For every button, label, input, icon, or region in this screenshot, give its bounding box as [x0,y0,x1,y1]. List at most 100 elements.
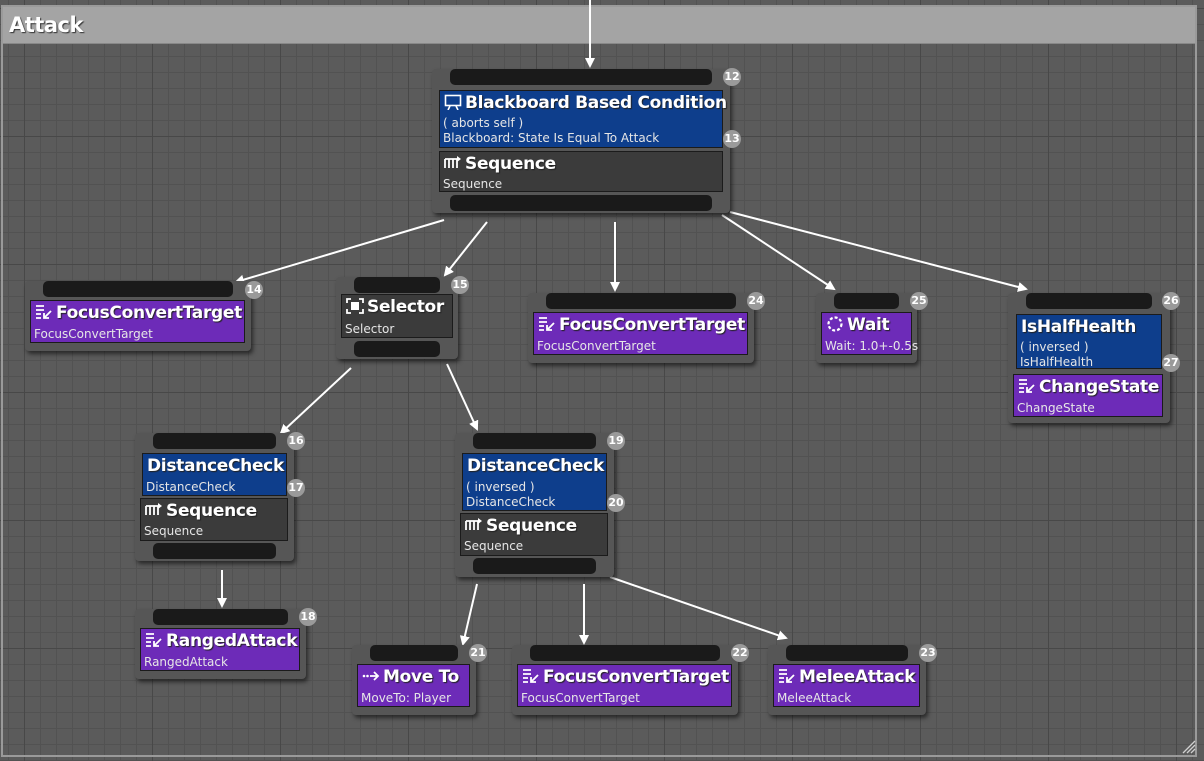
edge-root-to-wait25 [721,214,836,291]
edge-root-to-focus14 [234,219,445,285]
node-change-state-26[interactable]: IsHalfHealth ( inversed ) IsHalfHealth C… [1008,293,1170,423]
move-to-icon [362,671,380,681]
input-pin[interactable] [43,281,233,297]
execution-index-badge: 15 [451,276,469,294]
task-ranged-attack[interactable]: RangedAttack RangedAttack [140,628,300,671]
composite-sequence[interactable]: Sequence Sequence [140,498,288,541]
composite-sequence[interactable]: Sequence Sequence [460,513,608,556]
execution-index-badge: 26 [1162,292,1180,310]
task-icon [36,305,52,319]
input-pin[interactable] [370,645,458,661]
composite-description: Sequence [443,177,503,191]
decorator-title-row: Blackboard Based Condition [444,93,727,113]
sequence-icon [465,518,482,530]
input-pin[interactable] [473,433,596,449]
edge-dist19-to-melee23 [609,576,788,641]
decorator-distance-check-inversed[interactable]: DistanceCheck ( inversed ) DistanceCheck [462,453,607,511]
node-sequence-16[interactable]: DistanceCheck DistanceCheck Sequence Seq… [135,433,294,561]
node-selector-15[interactable]: Selector Selector [336,277,458,359]
task-focus-convert-target[interactable]: FocusConvertTarget FocusConvertTarget [517,664,732,707]
execution-index-badge: 22 [731,644,749,662]
task-focus-convert-target[interactable]: FocusConvertTarget FocusConvertTarget [533,312,748,355]
input-pin[interactable] [834,293,899,309]
task-title: Wait [847,315,890,335]
node-melee-attack-23[interactable]: MeleeAttack MeleeAttack [768,645,926,715]
input-pin[interactable] [546,293,736,309]
task-title-row: RangedAttack [145,631,298,651]
decorator-distance-check[interactable]: DistanceCheck DistanceCheck [142,453,287,496]
task-title-row: MeleeAttack [778,667,916,687]
composite-title-row: Sequence [145,501,257,521]
input-pin[interactable] [1026,293,1152,309]
composite-title-row: Sequence [444,154,556,174]
edge-root-to-selector15 [443,221,488,277]
composite-description: Sequence [144,524,204,538]
node-focus-convert-target-14[interactable]: FocusConvertTarget FocusConvertTarget [25,281,251,351]
decorator-abort-mode: ( aborts self ) [443,116,524,130]
composite-title: Sequence [486,516,577,536]
input-pin[interactable] [153,609,288,625]
comment-header[interactable] [3,7,1195,44]
composite-sequence[interactable]: Sequence Sequence [439,151,723,192]
composite-title: Sequence [166,501,257,521]
decorator-is-half-health[interactable]: IsHalfHealth ( inversed ) IsHalfHealth [1016,314,1162,369]
edge-dist19-to-move21 [459,583,478,646]
comment-box[interactable] [1,5,1197,757]
input-pin[interactable] [354,277,440,293]
comment-title: Attack [9,13,83,37]
selector-icon [346,298,364,314]
input-pin[interactable] [530,645,720,661]
execution-index-badge: 12 [723,68,741,86]
node-wait-25[interactable]: Wait Wait: 1.0+-0.5s [816,293,918,363]
task-icon [146,633,162,647]
blackboard-icon [444,94,462,110]
task-icon [1019,379,1035,393]
decorator-title: IsHalfHealth [1021,317,1137,337]
composite-description: Selector [345,322,395,336]
task-title: FocusConvertTarget [56,303,242,323]
composite-title: Sequence [465,154,556,174]
task-title: FocusConvertTarget [559,315,745,335]
decorator-description: IsHalfHealth [1020,355,1094,369]
node-sequence-19[interactable]: DistanceCheck ( inversed ) DistanceCheck… [455,433,614,577]
node-move-to-21[interactable]: Move To MoveTo: Player [352,645,476,715]
input-pin[interactable] [450,69,712,85]
task-focus-convert-target[interactable]: FocusConvertTarget FocusConvertTarget [30,300,245,343]
task-title: Move To [383,667,460,687]
output-pin[interactable] [354,341,440,357]
execution-index-badge: 18 [299,608,317,626]
decorator-description: Blackboard: State Is Equal To Attack [443,131,660,145]
edge-selector-to-dist16 [279,367,352,435]
task-description: FocusConvertTarget [537,339,656,353]
task-change-state[interactable]: ChangeState ChangeState [1013,374,1163,417]
task-description: MeleeAttack [777,691,852,705]
decorator-index-badge: 27 [1162,354,1180,372]
node-focus-convert-target-24[interactable]: FocusConvertTarget FocusConvertTarget [528,293,754,363]
output-pin[interactable] [450,195,712,211]
task-icon [539,317,555,331]
input-pin[interactable] [786,645,908,661]
task-title: ChangeState [1039,377,1160,397]
decorator-description: DistanceCheck [466,495,556,509]
comment-resize-grip-icon[interactable] [1182,740,1196,754]
task-description: Wait: 1.0+-0.5s [825,339,919,353]
task-title-row: Wait [826,315,890,335]
task-wait[interactable]: Wait Wait: 1.0+-0.5s [821,312,918,355]
edge-root-to-half26 [729,211,1028,292]
output-pin[interactable] [153,543,276,559]
node-ranged-attack-18[interactable]: RangedAttack RangedAttack [135,609,306,679]
task-title-row: Move To [362,667,459,687]
composite-selector[interactable]: Selector Selector [341,294,453,338]
task-move-to[interactable]: Move To MoveTo: Player [357,664,470,707]
decorator-blackboard-condition[interactable]: Blackboard Based Condition ( aborts self… [439,90,727,148]
node-root-sequence[interactable]: Blackboard Based Condition ( aborts self… [432,69,730,213]
execution-index-badge: 16 [287,432,305,450]
node-focus-convert-target-22[interactable]: FocusConvertTarget FocusConvertTarget [512,645,738,715]
task-title-row: FocusConvertTarget [538,315,745,335]
execution-index-badge: 25 [910,292,928,310]
task-melee-attack[interactable]: MeleeAttack MeleeAttack [773,664,920,707]
input-pin[interactable] [153,433,276,449]
output-pin[interactable] [473,558,596,574]
